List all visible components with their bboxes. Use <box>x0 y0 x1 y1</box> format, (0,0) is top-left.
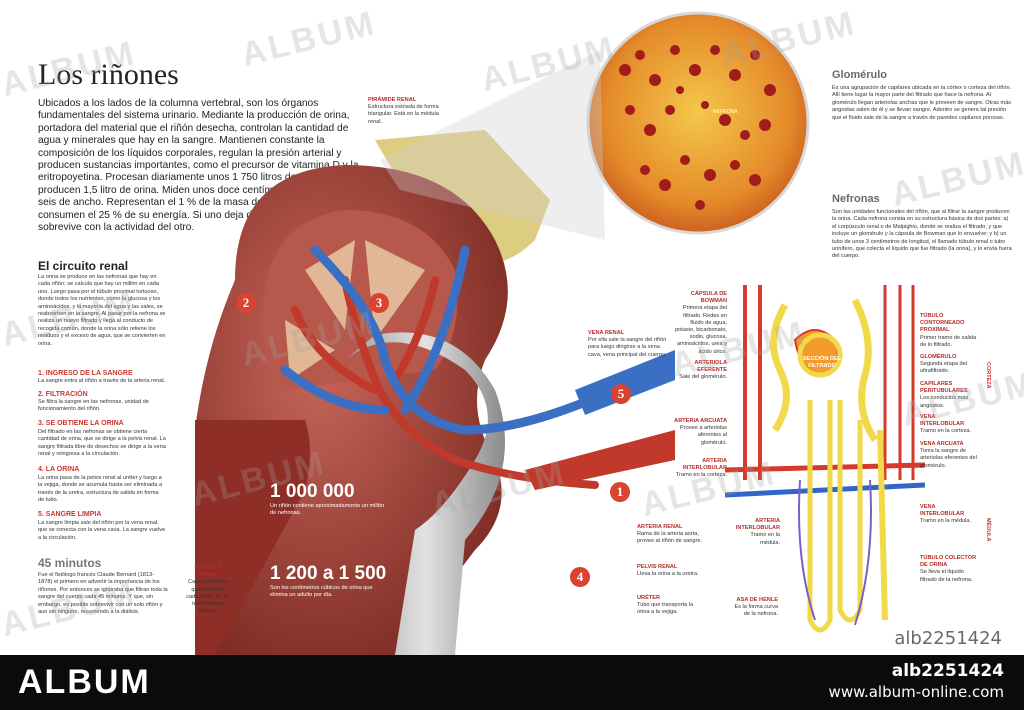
label-seccion-filtrado: SECCIÓN DEL FILTRADO <box>802 356 842 370</box>
step-4-title: 4. LA ORINA <box>38 466 80 473</box>
renal-artery <box>291 276 599 489</box>
marker-3: 3 <box>369 293 389 313</box>
glomerulo-heading: Glomérulo <box>832 69 888 81</box>
stat-nefronas-number: 1 000 000 <box>270 481 355 502</box>
circuito-text: La orina se produce en las nefronas que … <box>38 274 166 347</box>
renal-pelvis-ureter <box>345 332 505 655</box>
nefrona-label: NEFRONA <box>713 109 738 115</box>
step-2-title: 2. FILTRACIÓN <box>38 391 88 398</box>
minutos-heading: 45 minutos <box>38 556 102 570</box>
label-corteza: CORTEZA <box>985 362 991 389</box>
footer-url[interactable]: www.album-online.com <box>828 683 1004 701</box>
intro-text: Ubicados a los lados de la columna verte… <box>38 98 359 234</box>
step-3-text: Del filtrado en las nefronas se obtiene … <box>38 429 166 458</box>
stat-nefronas-text: Un riñón contiene aproximadamente un mil… <box>270 503 385 517</box>
marker-5: 5 <box>611 384 631 404</box>
kidney-cut-section <box>195 420 310 655</box>
nefronas-heading: Nefronas <box>832 193 880 205</box>
footer-bar: ALBUM alb2251424 www.album-online.com <box>0 655 1024 710</box>
adrenal-gland <box>375 130 550 263</box>
step-1-title: 1. INGRESO DE LA SANGRE <box>38 370 133 377</box>
stat-orina-number: 1 200 a 1 500 <box>270 563 387 584</box>
kidney-illustration <box>195 130 675 655</box>
marker-4: 4 <box>570 567 590 587</box>
circuito-heading: El circuito renal <box>38 259 129 273</box>
marker-1: 1 <box>610 482 630 502</box>
step-4-text: La orina pasa de la pelvis renal al urét… <box>38 475 163 504</box>
step-1-text: La sangre entra al riñón a través de la … <box>38 378 166 384</box>
vein-trunk <box>575 350 675 415</box>
minutos-text: Fue el fisiólogo francés Claude Bernard … <box>38 572 168 616</box>
step-5-text: La sangre limpia sale del riñón por la v… <box>38 520 166 541</box>
step-5-title: 5. SANGRE LIMPIA <box>38 511 102 518</box>
stat-orina-text: Son los centímetros cúbicos de orina que… <box>270 585 373 599</box>
glomerulo-microscope: NEFRONA <box>586 11 810 235</box>
watermark: ALBUM <box>237 3 381 75</box>
glomerulo-text: Es una agrupación de capilares ubicada e… <box>832 85 1012 121</box>
artery-trunk <box>525 430 675 490</box>
renal-vein <box>280 245 650 435</box>
zoom-lines <box>380 50 710 241</box>
infographic-page: Los riñones Ubicados a los lados de la c… <box>0 3 1024 655</box>
album-logo: ALBUM <box>18 663 151 701</box>
marker-2: 2 <box>236 293 256 313</box>
watermark-code: alb2251424 <box>894 628 1002 649</box>
nefronas-text: Son las unidades funcionales del riñón, … <box>832 209 1012 260</box>
nephron-diagram <box>725 285 925 633</box>
watermark: ALBUM <box>887 143 1024 215</box>
step-2-text: Se filtra la sangre en las nefronas, uni… <box>38 399 150 413</box>
step-3-title: 3. SE OBTIENE LA ORINA <box>38 420 124 427</box>
page-title: Los riñones <box>38 58 179 91</box>
image-code: alb2251424 <box>891 661 1004 681</box>
label-medula: MÉDULA <box>985 518 991 542</box>
